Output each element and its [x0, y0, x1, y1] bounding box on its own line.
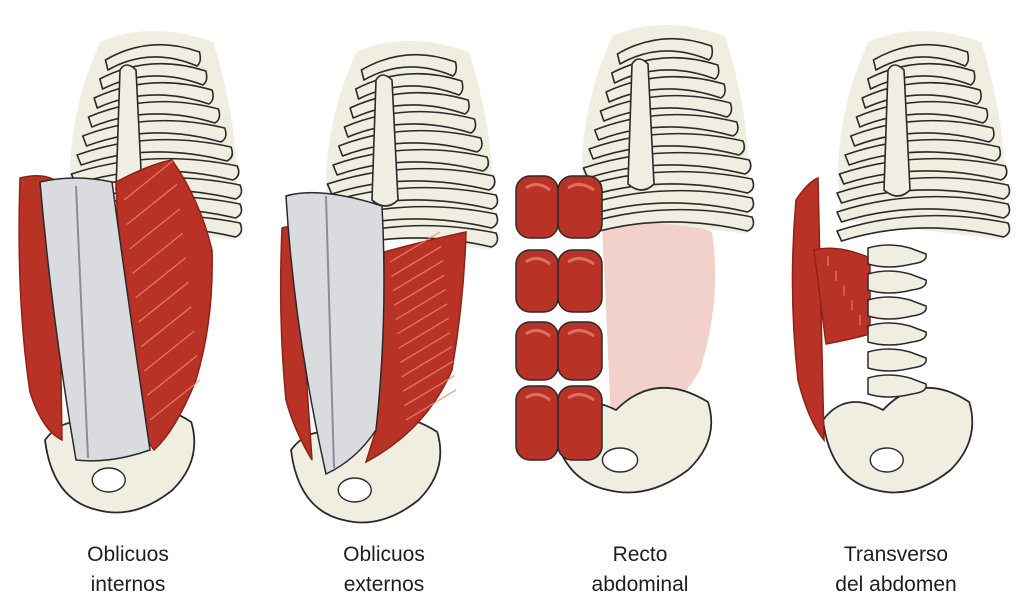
caption-line-2: abdominal	[591, 573, 689, 596]
lumbar-spine	[867, 244, 927, 398]
vertebra	[867, 348, 927, 372]
muscle-highlight	[525, 329, 551, 338]
muscle-highlight	[567, 329, 595, 338]
muscle-fiber	[126, 183, 178, 225]
rib	[836, 195, 1011, 223]
rib	[580, 189, 755, 217]
muscle-fiber	[149, 379, 201, 421]
muscle-fiber	[392, 260, 444, 292]
muscle-fiber	[402, 360, 454, 392]
pelvis	[822, 386, 974, 494]
muscle-fibers	[389, 231, 457, 421]
caption-line-1: Oblicuos	[87, 543, 169, 566]
abdominal-fascia-sheath	[39, 177, 151, 462]
muscle-fiber	[140, 306, 192, 348]
caption-transverse-abdominis: Transverso del abdomen	[768, 540, 1024, 600]
linea-alba	[325, 195, 335, 469]
external-obliques-illustration	[279, 41, 499, 524]
linea-alba	[75, 185, 89, 459]
muscle-highlight	[567, 183, 595, 192]
caption-line-1: Oblicuos	[343, 543, 425, 566]
muscle-highlight	[525, 393, 551, 402]
rib	[616, 37, 714, 65]
panel-rectus-abdominis: Recto abdominal	[512, 0, 768, 616]
panel-external-obliques: Oblicuos externos	[256, 0, 512, 616]
rectus-segment	[557, 175, 603, 239]
caption-line-2: externos	[343, 573, 425, 596]
panel-internal-obliques: Oblicuos internos	[0, 0, 256, 616]
rectus-segment	[557, 321, 603, 381]
caption-line-2: internos	[90, 573, 166, 596]
vertebra	[867, 244, 927, 268]
muscle-fiber	[394, 274, 445, 306]
transverse-abdominis-muscle-front	[791, 176, 825, 443]
muscle-fiber	[396, 303, 448, 335]
muscle-fiber	[405, 389, 457, 421]
muscle-fiber	[399, 331, 451, 364]
pelvic-bone	[822, 386, 974, 494]
muscle-fiber	[395, 288, 447, 321]
rib	[104, 43, 202, 71]
caption-internal-obliques: Oblicuos internos	[0, 540, 256, 600]
muscle-fiber	[146, 355, 198, 397]
muscle-fiber	[401, 346, 452, 378]
rectus-abdominis-muscle	[515, 175, 603, 461]
rectus-segment	[557, 385, 603, 461]
transverse-abdominis-muscle-side	[813, 247, 871, 345]
obturator-foramen	[601, 447, 639, 473]
muscle-fiber	[391, 245, 442, 277]
sternum	[627, 58, 655, 191]
translucent-oblique-area	[602, 219, 716, 440]
ribcage	[580, 25, 755, 236]
muscle-fiber	[138, 281, 189, 323]
caption-line-1: Transverso	[843, 543, 949, 566]
muscle-fiber	[135, 257, 186, 299]
panel-transverse-abdominis: Transverso del abdomen	[768, 0, 1024, 616]
vertebra	[867, 322, 927, 346]
muscle-fiber	[123, 159, 175, 201]
obturator-foramen	[337, 477, 372, 503]
caption-line-2: del abdomen	[835, 573, 957, 596]
vertebra	[867, 270, 927, 294]
caption-external-obliques: Oblicuos externos	[256, 540, 512, 600]
muscle-highlight	[567, 257, 595, 266]
abdominal-fascia-sheath	[285, 191, 385, 476]
muscle-fiber	[398, 317, 450, 349]
rectus-abdominis-illustration	[515, 25, 755, 494]
muscle-fiber	[143, 330, 195, 372]
obturator-foramen	[91, 467, 126, 493]
rib	[836, 214, 1011, 242]
internal-obliques-illustration	[18, 31, 243, 514]
ribcage	[836, 31, 1011, 242]
muscle-highlight	[525, 257, 551, 266]
muscle-highlight	[567, 393, 595, 402]
sternum	[883, 64, 911, 197]
vertebra	[867, 296, 927, 320]
rib	[360, 53, 458, 81]
muscle-fiber	[404, 375, 455, 407]
caption-line-1: Recto	[612, 543, 668, 566]
muscle-highlight	[525, 183, 551, 192]
muscle-fiber	[129, 208, 181, 250]
rib	[580, 208, 755, 236]
obturator-foramen	[869, 447, 904, 473]
rectus-segment	[515, 385, 559, 461]
transverse-abdominis-illustration	[791, 31, 1011, 494]
rib	[872, 43, 970, 71]
rectus-segment	[557, 249, 603, 313]
vertebra	[867, 374, 927, 398]
muscle-fibers	[123, 159, 201, 421]
muscle-fiber	[132, 232, 184, 274]
muscle-fiber	[389, 231, 441, 263]
caption-rectus-abdominis: Recto abdominal	[512, 540, 768, 600]
